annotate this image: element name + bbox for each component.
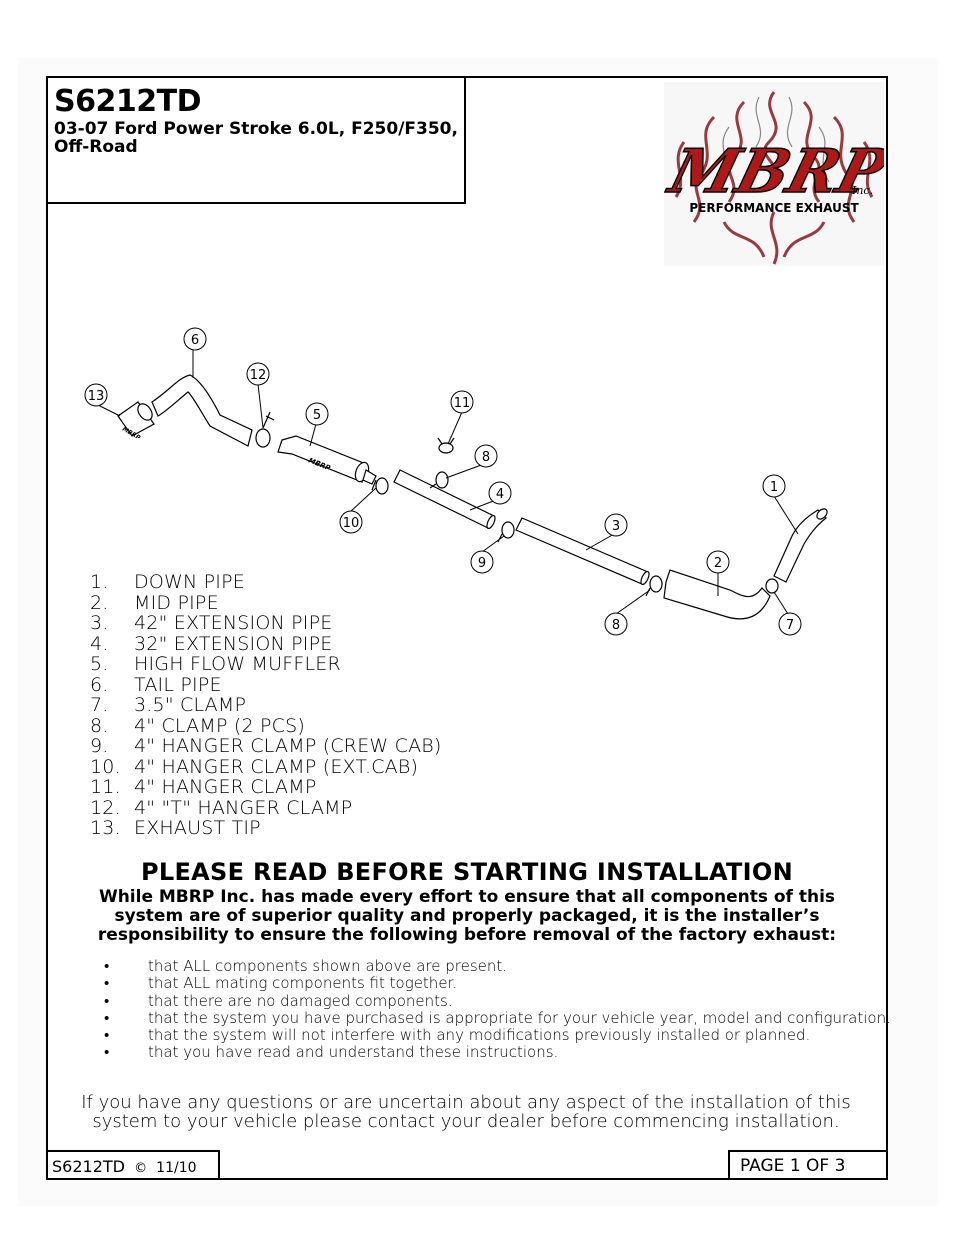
svg-text:8: 8 bbox=[612, 618, 620, 633]
callout-8-upper: 8 bbox=[474, 444, 498, 468]
callout-11: 10 bbox=[339, 510, 363, 534]
extension-pipe-42-part bbox=[515, 517, 649, 585]
parts-list-item: 13.EXHAUST TIP bbox=[90, 817, 261, 839]
svg-text:1: 1 bbox=[770, 480, 778, 495]
parts-list-item: 5.HIGH FLOW MUFFLER bbox=[90, 653, 341, 675]
svg-text:2: 2 bbox=[714, 556, 722, 571]
muffler-part: MBRP bbox=[277, 435, 377, 485]
callout-3: 3 bbox=[604, 513, 628, 537]
callout-1: 1 bbox=[762, 474, 786, 498]
callout-bubbles: 6 13 12 5 11 8 4 10 9 3 2 8 1 7 bbox=[84, 327, 802, 636]
footer-date: 11/10 bbox=[156, 1160, 197, 1176]
parts-list-item: 3.42" EXTENSION PIPE bbox=[90, 612, 333, 634]
svg-text:6: 6 bbox=[191, 333, 199, 348]
callout-5: 5 bbox=[305, 402, 329, 426]
parts-list-item: 11.4" HANGER CLAMP bbox=[90, 776, 317, 798]
parts-list-item: 7.3.5" CLAMP bbox=[90, 694, 247, 716]
callout-6: 6 bbox=[183, 327, 207, 351]
t-hanger-clamp-part bbox=[255, 411, 275, 448]
page-number: PAGE 1 OF 3 bbox=[728, 1150, 888, 1180]
closing-statement: If you have any questions or are uncerta… bbox=[81, 1092, 851, 1132]
checklist-item: •that the system will not interfere with… bbox=[104, 1026, 811, 1045]
svg-text:3: 3 bbox=[612, 519, 620, 534]
svg-text:8: 8 bbox=[482, 450, 490, 465]
tail-pipe-part bbox=[151, 374, 253, 447]
flame-graphic bbox=[674, 91, 874, 265]
parts-list-item: 8.4" CLAMP (2 PCS) bbox=[90, 714, 305, 737]
hanger-clamp-9-part bbox=[497, 521, 515, 543]
callout-10: 11 bbox=[450, 390, 474, 414]
down-pipe-part bbox=[773, 509, 827, 583]
parts-list-item: 12.4" "T" HANGER CLAMP bbox=[90, 796, 353, 819]
svg-text:10: 10 bbox=[343, 516, 360, 531]
parts-list-item: 1.DOWN PIPE bbox=[90, 571, 245, 593]
checklist-item: •that the system you have purchased is a… bbox=[104, 1008, 891, 1027]
checklist-item: •that ALL mating components fit together… bbox=[104, 974, 458, 993]
parts-list-item: 2.MID PIPE bbox=[90, 591, 219, 614]
callout-7: 7 bbox=[778, 612, 802, 636]
logo-tagline: PERFORMANCE EXHAUST bbox=[689, 201, 859, 215]
callout-13: 13 bbox=[84, 383, 108, 407]
footer-doc-id: S6212TD © 11/10 bbox=[46, 1150, 220, 1180]
logo-brand-text: MBRP bbox=[664, 137, 884, 207]
callout-2: 2 bbox=[706, 550, 730, 574]
title-block: S6212TD 03-07 Ford Power Stroke 6.0L, F2… bbox=[46, 76, 466, 204]
logo-inc-text: Inc. bbox=[851, 184, 873, 197]
callout-8-lower: 8 bbox=[604, 612, 628, 636]
notice-body: While MBRP Inc. has made every effort to… bbox=[97, 887, 837, 945]
clamp-8-upper-part bbox=[429, 471, 449, 489]
hanger-clamp-10-part bbox=[437, 437, 455, 454]
vehicle-application: 03-07 Ford Power Stroke 6.0L, F250/F350,… bbox=[54, 119, 458, 157]
checklist-item: •that ALL components shown above are pre… bbox=[104, 957, 508, 975]
copyright-icon: © bbox=[134, 1161, 148, 1176]
checklist-item: •that you have read and understand these… bbox=[104, 1043, 559, 1062]
parts-list-item: 10.4" HANGER CLAMP (EXT.CAB) bbox=[90, 755, 419, 778]
checklist-item: •that there are no damaged components. bbox=[104, 991, 453, 1010]
mid-pipe-part bbox=[663, 569, 771, 620]
footer-part-number: S6212TD bbox=[52, 1157, 125, 1176]
mbrp-logo: MBRP Inc. PERFORMANCE EXHAUST bbox=[664, 82, 884, 266]
hanger-clamp-11-part bbox=[371, 477, 389, 495]
svg-text:11: 11 bbox=[454, 396, 471, 411]
notice-heading: PLEASE READ BEFORE STARTING INSTALLATION bbox=[140, 858, 793, 886]
parts-list-item: 6.TAIL PIPE bbox=[90, 673, 222, 696]
flame-inner bbox=[718, 96, 830, 183]
exhaust-system-diagram: MBRP MBRP bbox=[84, 327, 828, 636]
svg-text:4: 4 bbox=[496, 487, 504, 502]
exhaust-tip-part: MBRP bbox=[117, 401, 155, 442]
callout-9: 9 bbox=[470, 550, 494, 574]
parts-list: 1.DOWN PIPE 2.MID PIPE 3.42" EXTENSION P… bbox=[90, 572, 442, 839]
part-number: S6212TD bbox=[54, 84, 201, 119]
extension-pipe-32-part bbox=[393, 469, 495, 529]
callout-4: 4 bbox=[488, 481, 512, 505]
callout-12: 12 bbox=[246, 362, 270, 386]
svg-text:5: 5 bbox=[313, 408, 321, 423]
svg-text:7: 7 bbox=[786, 618, 794, 633]
svg-text:13: 13 bbox=[88, 389, 105, 404]
parts-list-item: 9.4" HANGER CLAMP (CREW CAB) bbox=[90, 735, 442, 757]
parts-list-item: 4.32" EXTENSION PIPE bbox=[90, 632, 333, 655]
svg-text:12: 12 bbox=[250, 368, 267, 383]
checklist: •that ALL components shown above are pre… bbox=[104, 957, 894, 1062]
svg-text:9: 9 bbox=[478, 556, 486, 571]
clamp-3-5-part bbox=[765, 578, 779, 594]
